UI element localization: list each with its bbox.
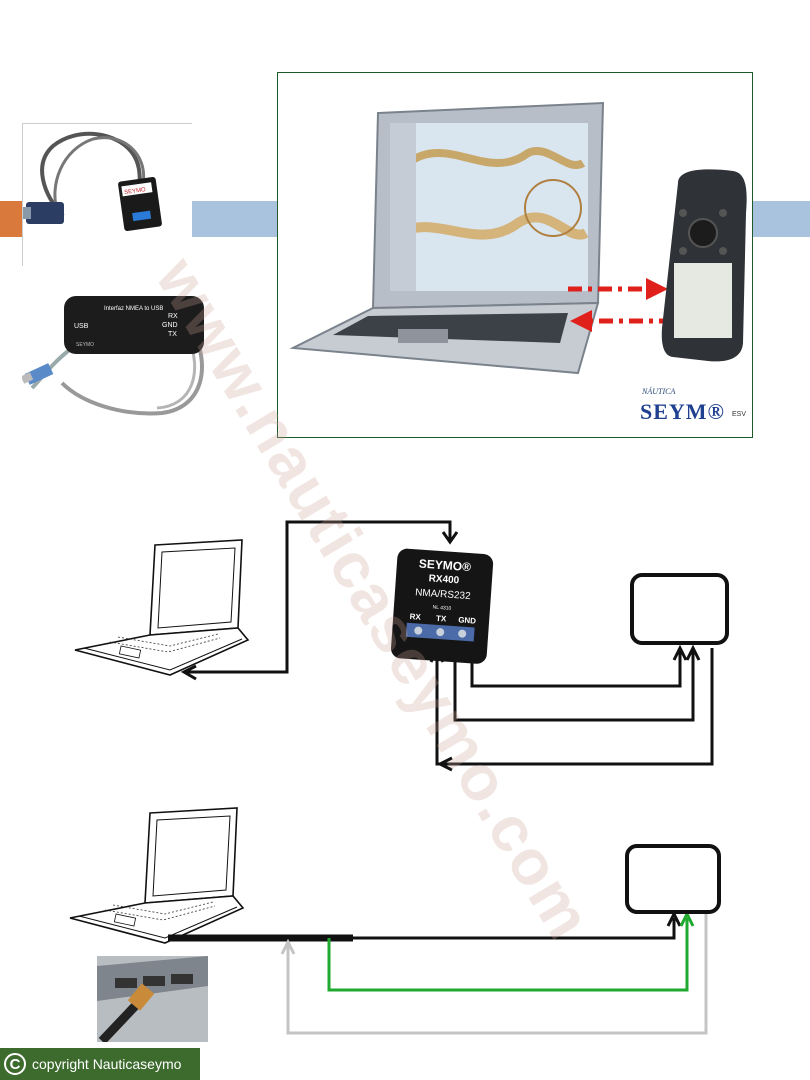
rx400-module: SEYMO® RX400 NMA/RS232 NL 4310 RX TX GND [390, 548, 493, 664]
module-model: RX400 [428, 573, 460, 586]
usb-wires [168, 912, 706, 1033]
gps-box-usb [627, 846, 719, 912]
gps-box-rs232 [632, 575, 727, 643]
module-pin-tx: TX [436, 614, 447, 624]
module-pin-gnd: GND [458, 615, 477, 625]
usb-arrowheads [282, 914, 693, 954]
copyright-badge: C copyright Nauticaseymo [0, 1048, 200, 1080]
copyright-text: copyright Nauticaseymo [32, 1056, 181, 1072]
usb-port-photo [97, 956, 208, 1042]
laptop-drawing-top [75, 540, 248, 675]
copyright-icon: C [4, 1053, 26, 1075]
laptop-drawing-bottom [70, 808, 243, 943]
module-pin-rx: RX [409, 612, 421, 622]
